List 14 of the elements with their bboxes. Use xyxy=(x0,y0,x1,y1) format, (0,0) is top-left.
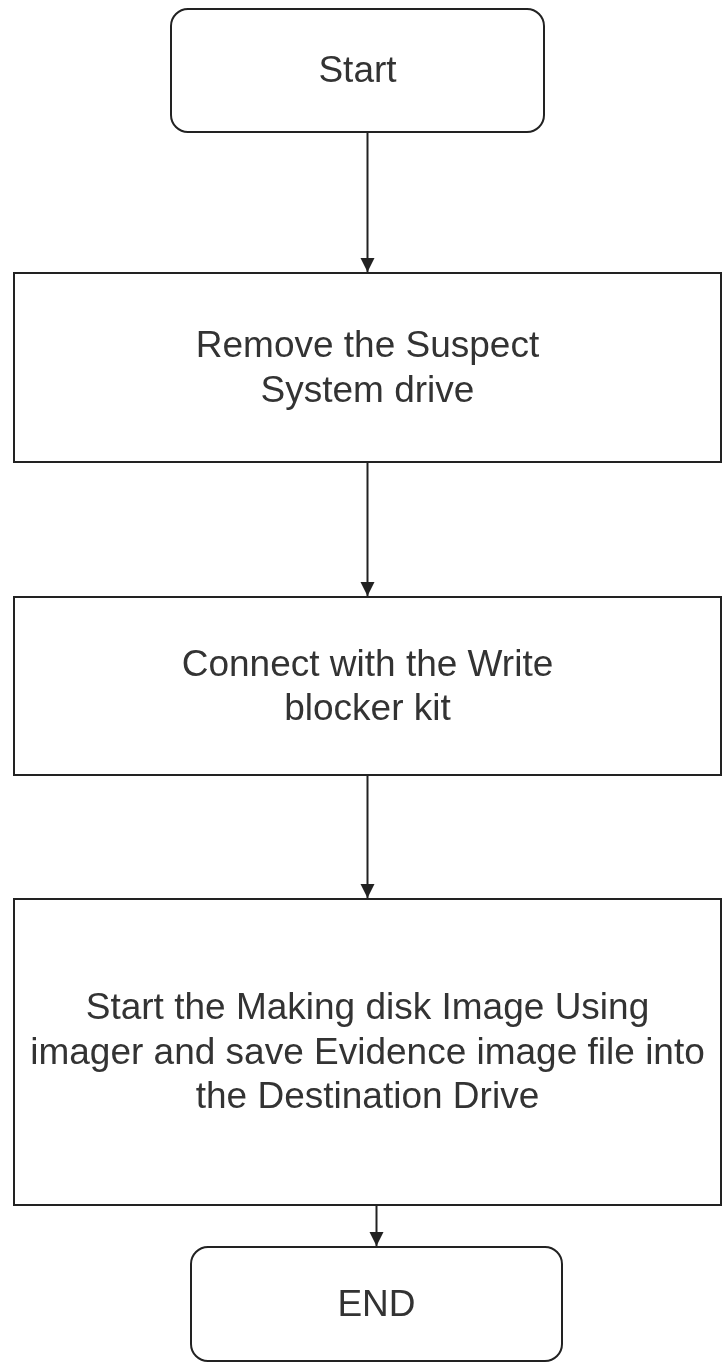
node-text: Connect with the Write blocker kit xyxy=(180,641,555,730)
arrow xyxy=(360,132,375,273)
node-text: END xyxy=(337,1281,416,1326)
arrow xyxy=(369,1205,384,1247)
arrow xyxy=(360,462,375,597)
process-box xyxy=(13,272,722,463)
node-text: Remove the Suspect System drive xyxy=(194,323,541,412)
terminal-box xyxy=(190,1246,563,1362)
node-text: Start the Making disk Image Using imager and save Evidence image file into the Destination Drive xyxy=(29,985,706,1119)
terminal-box xyxy=(170,8,545,133)
process-box xyxy=(13,596,722,776)
process-box xyxy=(13,898,722,1206)
node-text: Start xyxy=(318,48,397,93)
arrow xyxy=(360,775,375,899)
